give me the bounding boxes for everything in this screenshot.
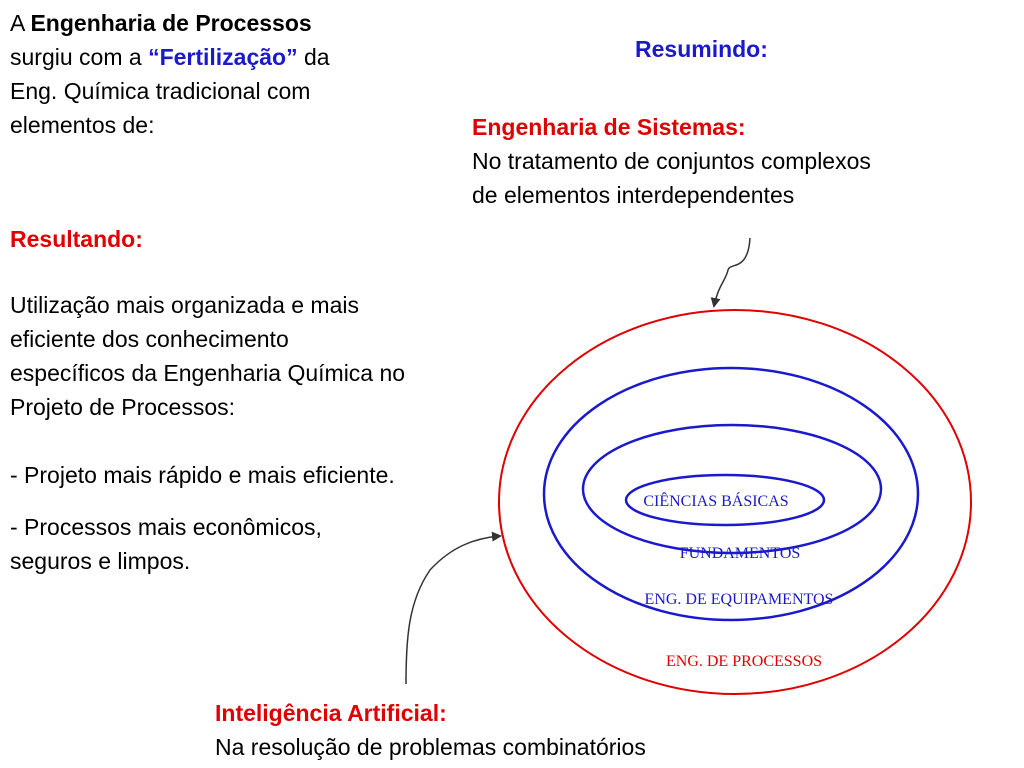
ia-line-1: Na resolução de problemas combinatórios: [215, 734, 646, 760]
resultando-bullet-1: - Projeto mais rápido e mais eficiente.: [10, 462, 395, 488]
intro-line2-suffix: da: [297, 44, 330, 70]
intro-line2-prefix: surgiu com a: [10, 44, 149, 70]
resultando-line-1: Utilização mais organizada e mais: [10, 292, 359, 318]
intro-title: Engenharia de Processos: [30, 10, 312, 36]
ring-label-ciencias: CIÊNCIAS BÁSICAS: [643, 491, 788, 510]
ring-label-equipamentos: ENG. DE EQUIPAMENTOS: [645, 591, 834, 608]
ia-title: Inteligência Artificial:: [215, 700, 447, 726]
intro-prefix: A: [10, 10, 31, 36]
sistemas-line-1: No tratamento de conjuntos complexos: [472, 148, 871, 174]
intro-line-4: elementos de:: [10, 112, 155, 138]
ring-processos: [498, 309, 972, 695]
arrow-ia: [405, 531, 502, 685]
fertilizacao-label: “Fertilização”: [148, 44, 298, 70]
resumindo-heading: Resumindo:: [635, 36, 768, 62]
sistemas-title: Engenharia de Sistemas:: [472, 114, 746, 140]
resultando-line-2: eficiente dos conhecimento: [10, 326, 289, 352]
ring-equipamentos: [542, 366, 920, 622]
ring-label-processos: ENG. DE PROCESSOS: [666, 653, 822, 670]
resultando-line-3: específicos da Engenharia Química no: [10, 360, 406, 386]
sistemas-line-2: de elementos interdependentes: [472, 182, 795, 208]
intro-line-2: surgiu com a “Fertilização” da: [10, 42, 330, 72]
resultando-line-4: Projeto de Processos:: [10, 394, 236, 420]
resultando-bullet-2-line-1: - Processos mais econômicos,: [10, 514, 322, 540]
resultando-title: Resultando:: [10, 226, 143, 252]
ring-label-fundamentos: FUNDAMENTOS: [680, 545, 801, 562]
arrow-sistemas: [710, 237, 751, 308]
resultando-bullet-2-line-2: seguros e limpos.: [10, 548, 191, 574]
intro-line-3: Eng. Química tradicional com: [10, 78, 311, 104]
ring-fundamentos: [581, 423, 883, 555]
intro-line-1: A Engenharia de Processos: [10, 8, 312, 38]
ring-ciencias: [624, 473, 826, 527]
